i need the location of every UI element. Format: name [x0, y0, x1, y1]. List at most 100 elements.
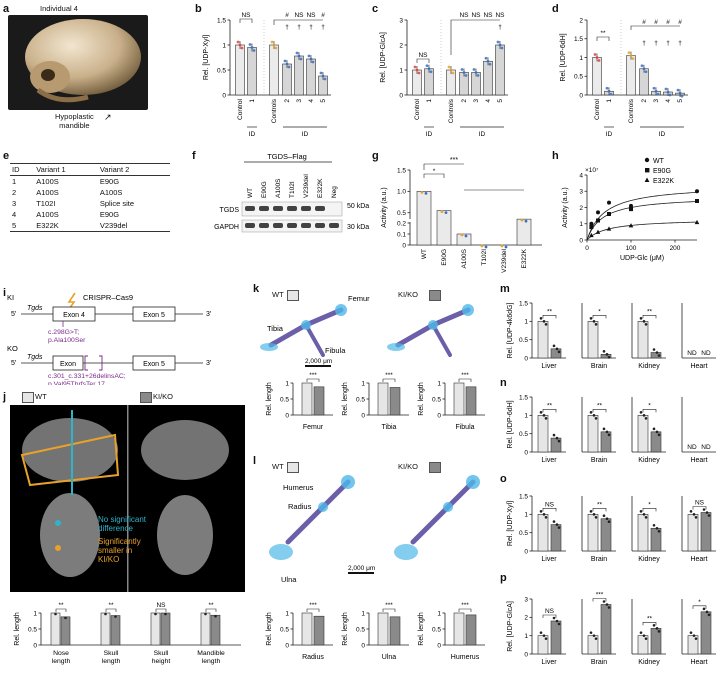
table-header-row: ID Variant 1 Variant 2: [10, 163, 170, 176]
sig-label: *: [598, 308, 601, 315]
data-point: [707, 613, 711, 617]
panel-label-p: p: [500, 572, 507, 584]
table-cell: E90G: [99, 210, 120, 219]
data-point: [695, 189, 699, 194]
x-tick-label: 200: [670, 245, 681, 252]
marker-label: 30 kDa: [347, 224, 369, 231]
sig-label: **: [647, 308, 653, 315]
y-tick-label: 0: [437, 642, 441, 649]
data-point: [440, 210, 444, 213]
legend-kiko: KI/KO: [153, 392, 174, 401]
table-row: 2 A100S A100S: [10, 187, 170, 198]
data-point: [589, 225, 594, 229]
legend-kiko: KI/KO: [398, 290, 419, 299]
exon-box: [132, 306, 176, 322]
data-point: [464, 234, 468, 238]
sig-bracket: [592, 409, 607, 413]
x-tick-label: 2: [461, 99, 468, 103]
data-point: [609, 92, 613, 96]
data-point: [307, 54, 311, 58]
blot-band: [245, 206, 255, 211]
sig-bracket: [423, 163, 464, 170]
data-point: [424, 191, 428, 195]
data-point: [707, 514, 711, 517]
bar: [313, 615, 325, 646]
sig-label: †: [285, 24, 289, 31]
data-point: [589, 232, 594, 238]
data-point: [542, 320, 546, 323]
axis-break: [406, 219, 414, 222]
x-tick-label: Controls: [448, 98, 455, 123]
bone: [431, 323, 452, 357]
bar: [587, 321, 599, 359]
sig-label: **: [58, 602, 64, 609]
hand: [269, 544, 293, 560]
y-tick-label: 1: [579, 221, 583, 228]
y-axis-label: Rel. [UDP-Xyl]: [203, 35, 210, 80]
data-point: [652, 86, 656, 90]
ko-label: KO: [7, 344, 18, 353]
y-axis-label: Rel. [UDP-GlcA]: [507, 601, 514, 652]
data-point: [542, 634, 546, 637]
data-point: [295, 51, 299, 55]
sig-label: ***: [385, 372, 393, 379]
joint: [341, 475, 355, 489]
sig-label: †: [654, 40, 658, 47]
sig-label: ***: [309, 372, 317, 379]
data-point: [54, 612, 57, 616]
bar: [50, 612, 61, 646]
x-tick-label: 3: [653, 99, 660, 103]
fit-curve: [586, 191, 698, 241]
sig-label: *: [648, 501, 651, 508]
data-point: [285, 62, 289, 66]
bar: [637, 415, 649, 453]
data-point: [692, 634, 696, 637]
x-tick-label: 2: [641, 99, 648, 103]
sig-label: **: [597, 501, 603, 508]
legend-kiko: KI/KO: [398, 462, 419, 471]
sig-bracket: [382, 608, 396, 612]
legend-label: E90G: [653, 168, 671, 175]
x-tick-label: Controls: [628, 98, 635, 123]
bar: [110, 615, 121, 646]
bar: [700, 512, 712, 552]
bar: [247, 47, 257, 96]
data-point: [592, 634, 596, 637]
bone-label: Femur: [348, 294, 370, 303]
panel-a-annotation: Hypoplastic mandible: [55, 112, 94, 130]
panel-label-m: m: [500, 283, 510, 295]
joint: [301, 320, 311, 330]
x-tick-label: Control: [237, 98, 244, 120]
x-tick-label: E322K: [521, 248, 528, 268]
data-point: [639, 510, 643, 513]
bone: [410, 479, 476, 545]
data-point: [252, 49, 256, 52]
sig-label: NS: [695, 500, 705, 507]
data-point: [657, 630, 661, 633]
x-tick-label: Femur: [303, 424, 324, 431]
exon-label: Exon 4: [63, 312, 85, 319]
sig-label: †: [666, 40, 670, 47]
blot-band: [329, 223, 339, 228]
x-tick-label: Heart: [690, 556, 707, 563]
data-point: [642, 67, 646, 71]
data-point: [248, 43, 252, 46]
table-header: Variant 2: [97, 163, 170, 176]
data-point: [557, 350, 561, 354]
y-tick-label: 0: [285, 412, 289, 419]
panel-label-c: c: [372, 3, 379, 15]
y-tick-label: 0.5: [397, 210, 406, 217]
y-axis-label: Rel. [UDP-4k6dG]: [507, 302, 514, 358]
data-point: [496, 40, 500, 44]
x-tick-label: Brain: [591, 556, 607, 563]
bone: [304, 323, 325, 357]
sig-bracket: [273, 19, 323, 25]
x-tick-label: length: [202, 658, 221, 665]
table-cell: 4: [12, 210, 17, 219]
blot-title: TGDS–Flag: [267, 152, 307, 161]
y-tick-label: 1: [524, 413, 528, 420]
data-point: [552, 520, 556, 523]
sig-label: #: [285, 12, 289, 19]
